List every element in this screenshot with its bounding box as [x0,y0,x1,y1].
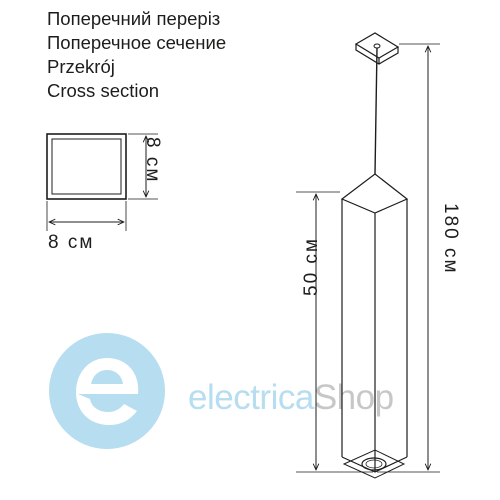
total-height-label: 180 см [440,203,461,275]
caption-ukrainian: Поперечний переріз [47,8,221,29]
caption-block: Поперечний переріз Поперечное сечение Pr… [47,7,226,103]
suspension-cord [374,47,378,175]
total-height-dimension [377,43,440,473]
pendant-body [340,173,409,479]
body-height-label: 50 см [301,237,322,296]
cross-section-height-label: 8 см [142,137,163,184]
caption-english: Cross section [47,80,160,101]
body-height-dimension [296,191,373,473]
cross-section-square [46,133,127,200]
watermark-text: electricaShop [188,378,394,418]
electricashop-e-logo-icon [49,333,165,449]
cross-section-width-label: 8 см [48,232,95,253]
caption-russian: Поперечное сечение [47,32,227,53]
caption-polish: Przekrój [47,56,115,77]
watermark-part-electrica: electrica [188,378,314,417]
cross-section-width-dimension [46,201,127,231]
watermark-part-shop: Shop [313,378,394,417]
cross-section-height-dimension [128,133,158,200]
